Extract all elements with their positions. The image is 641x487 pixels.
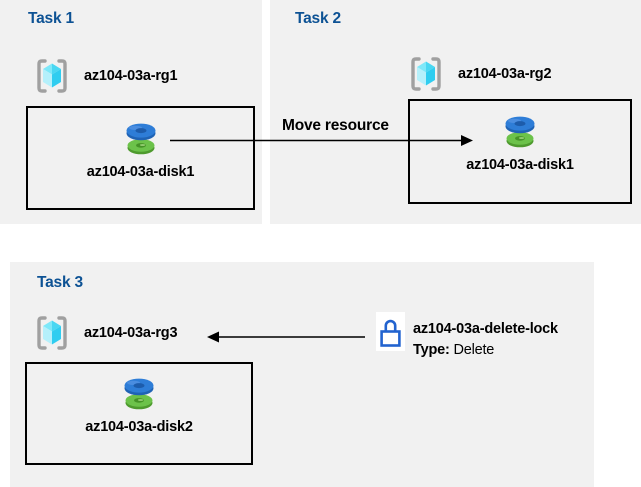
disk-label: az104-03a-disk1	[86, 163, 195, 180]
delete-lock-type-line: Type: Delete	[413, 340, 558, 361]
disk-icon	[126, 123, 155, 154]
disk-label: az104-03a-disk1	[466, 157, 574, 173]
delete-lock-annotation: az104-03a-delete-lock Type: Delete	[413, 319, 558, 361]
task3-resource-box: az104-03a-disk2	[25, 362, 253, 465]
lock-type-label: Type:	[413, 342, 450, 358]
disk-icon	[505, 116, 535, 148]
resource-group-label: az104-03a-rg3	[84, 325, 178, 341]
task3-title: Task 3	[37, 274, 83, 291]
task2-panel	[270, 0, 641, 224]
task3-resource-group: az104-03a-rg3	[33, 314, 178, 352]
lock-icon	[380, 319, 401, 347]
disk-icon	[124, 378, 154, 410]
resource-group-icon	[411, 57, 441, 91]
move-resource-label: Move resource	[282, 117, 389, 134]
lock-icon-box	[376, 312, 405, 351]
task1-title: Task 1	[28, 10, 74, 27]
resource-group-label: az104-03a-rg1	[84, 68, 178, 84]
lock-type-value: Delete	[453, 342, 495, 358]
task2-resource-box: az104-03a-disk1	[408, 99, 632, 204]
task1-panel	[0, 0, 262, 224]
task3-panel	[10, 262, 594, 487]
task2-resource-group: az104-03a-rg2	[407, 55, 552, 93]
resource-group-label: az104-03a-rg2	[458, 66, 552, 82]
task1-resource-box: az104-03a-disk1	[26, 106, 255, 210]
task1-resource-group: az104-03a-rg1	[33, 57, 178, 95]
delete-lock-name: az104-03a-delete-lock	[413, 321, 558, 337]
disk-label: az104-03a-disk2	[85, 419, 193, 435]
resource-group-icon	[37, 316, 67, 350]
resource-group-icon	[37, 59, 67, 93]
task2-title: Task 2	[295, 10, 341, 27]
